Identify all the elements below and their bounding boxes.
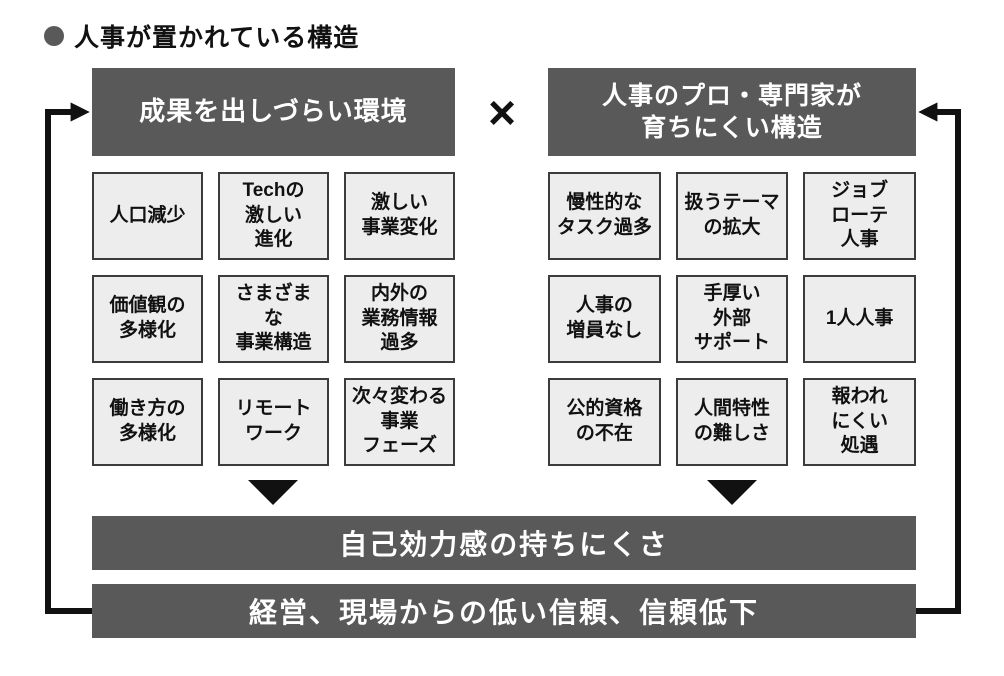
down-triangle-left-icon — [248, 480, 298, 505]
right-cell-chronic-task-overload: 慢性的な タスク過多 — [548, 172, 661, 260]
right-cell-no-headcount-increase: 人事の 増員なし — [548, 275, 661, 363]
left-cell-business-change: 激しい 事業変化 — [344, 172, 455, 260]
right-cell-solo-hr: 1人人事 — [803, 275, 916, 363]
self-efficacy-bar: 自己効力感の持ちにくさ — [92, 516, 916, 570]
right-cell-job-rotation-hr: ジョブ ローテ 人事 — [803, 172, 916, 260]
right-cell-external-support: 手厚い 外部 サポート — [675, 275, 789, 363]
low-trust-bar: 経営、現場からの低い信頼、信頼低下 — [92, 584, 916, 638]
left-factor-grid: 人口減少 Techの 激しい 進化 激しい 事業変化 価値観の 多様化 さまざま… — [92, 172, 455, 466]
left-cell-various-business-structures: さまざま な 事業構造 — [218, 275, 329, 363]
right-cell-no-public-qualification: 公的資格 の不在 — [548, 378, 661, 466]
right-cell-human-nature-difficulty: 人間特性 の難しさ — [675, 378, 789, 466]
left-cell-changing-phases: 次々変わる 事業 フェーズ — [344, 378, 455, 466]
left-cell-tech-progress: Techの 激しい 進化 — [218, 172, 329, 260]
right-header-box: 人事のプロ・専門家が 育ちにくい構造 — [548, 68, 916, 156]
left-cell-diverse-workstyles: 働き方の 多様化 — [92, 378, 203, 466]
multiply-symbol: × — [487, 86, 517, 140]
right-cell-expanding-themes: 扱うテーマ の拡大 — [675, 172, 789, 260]
left-cell-remote-work: リモート ワーク — [218, 378, 329, 466]
feedback-arrow-right — [916, 102, 961, 614]
feedback-arrow-left — [45, 102, 92, 614]
left-cell-population-decline: 人口減少 — [92, 172, 203, 260]
right-cell-unrewarding-treatment: 報われ にくい 処遇 — [803, 378, 916, 466]
down-triangle-right-icon — [707, 480, 757, 505]
bullet-icon — [44, 26, 64, 46]
page-title: 人事が置かれている構造 — [74, 24, 360, 52]
left-header-box: 成果を出しづらい環境 — [92, 68, 455, 156]
right-factor-grid: 慢性的な タスク過多 扱うテーマ の拡大 ジョブ ローテ 人事 人事の 増員なし… — [548, 172, 916, 466]
diagram-title-row: 人事が置かれている構造 — [44, 18, 359, 54]
left-cell-info-overload: 内外の 業務情報 過多 — [344, 275, 455, 363]
left-cell-diverse-values: 価値観の 多様化 — [92, 275, 203, 363]
